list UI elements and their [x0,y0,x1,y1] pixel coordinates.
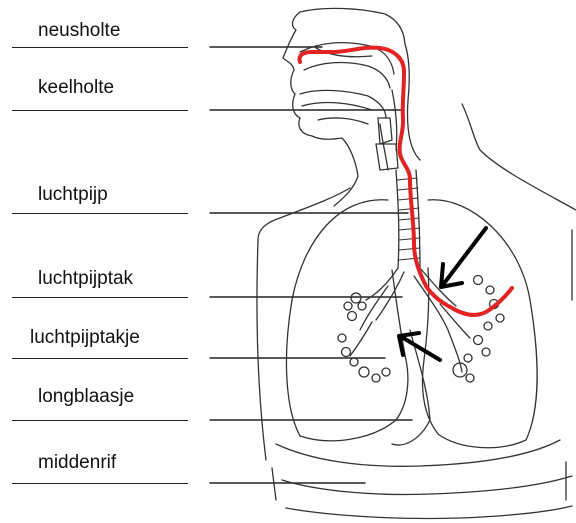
arrow-right-lung [441,228,486,287]
bronchus-left [350,268,404,356]
lung-left-outline [286,200,407,441]
alveoli-left [338,293,390,382]
shoulder-left [258,188,350,240]
pointer-lines [210,47,412,483]
air-path-line [300,48,513,315]
ribcage-outline [257,230,572,519]
heart-outline [392,330,430,445]
neck-back-outline [405,44,420,160]
mouth-outline [300,90,386,124]
head-outline [283,8,405,206]
throat-outline [380,90,397,170]
shoulder-right [462,104,576,210]
